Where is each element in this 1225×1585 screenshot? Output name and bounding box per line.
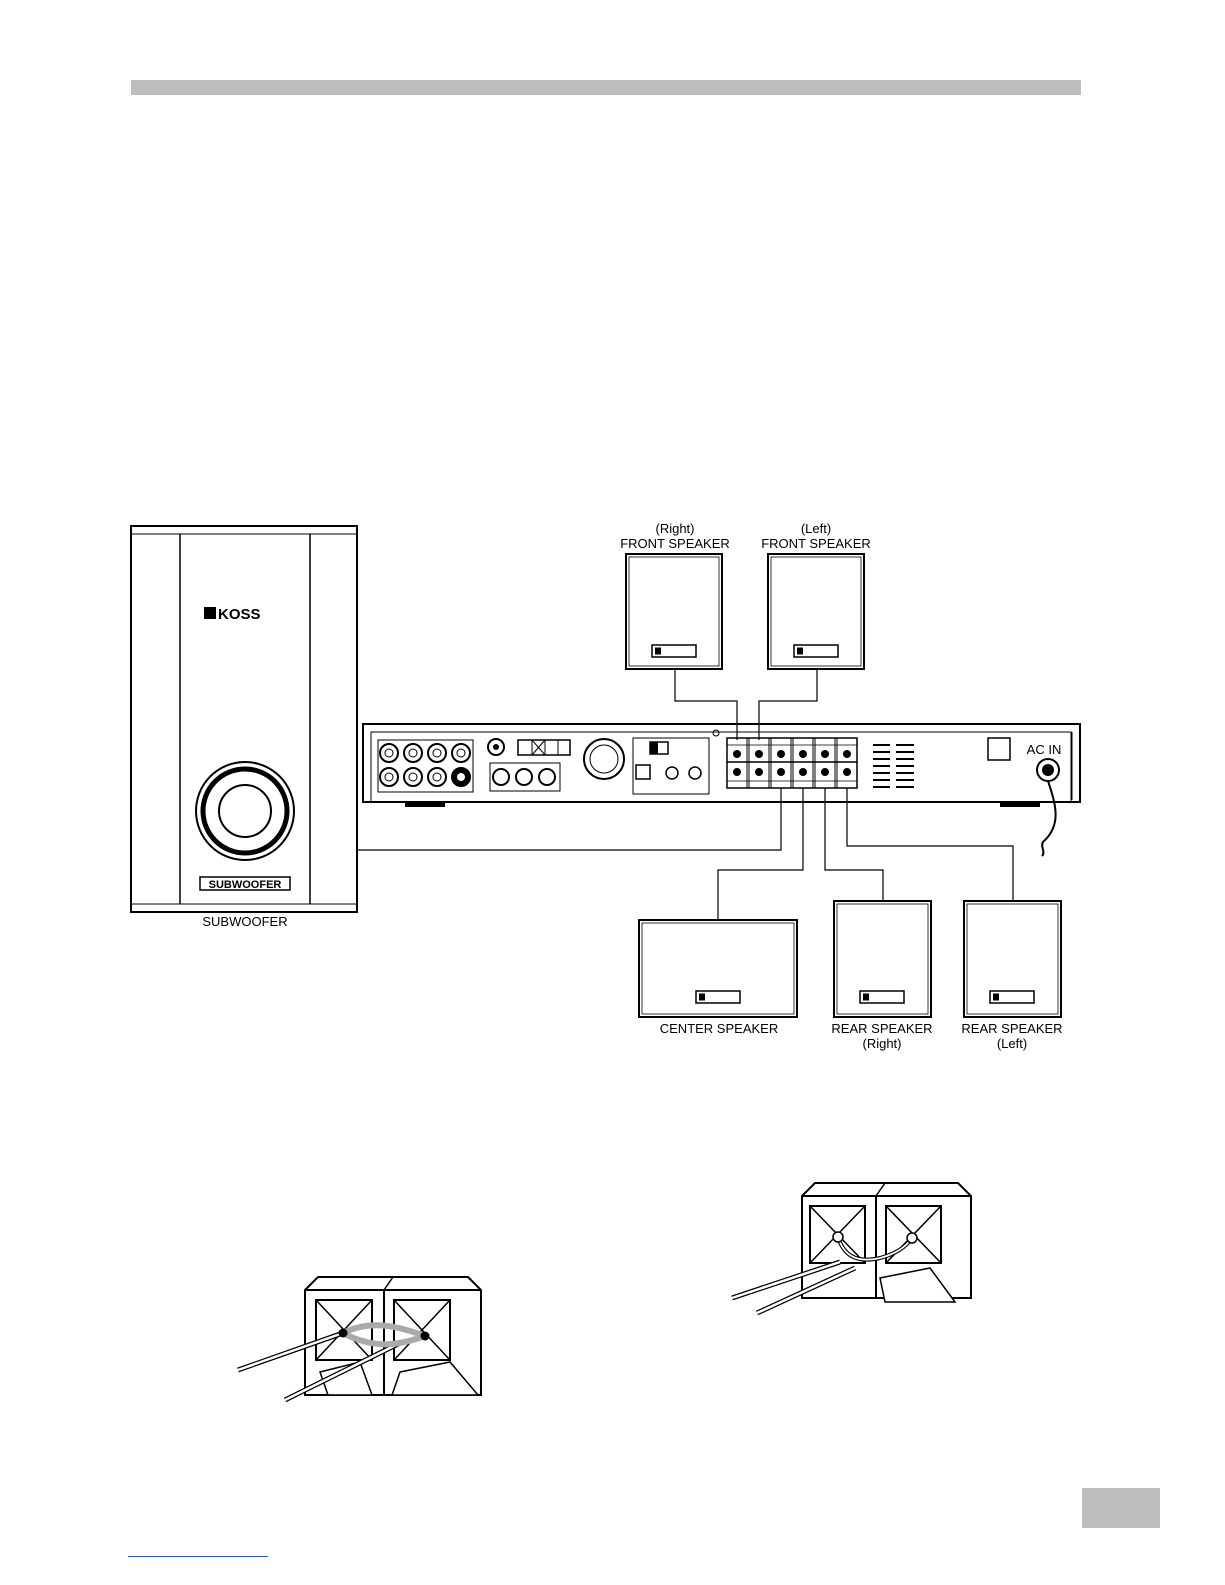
center-speaker-label: CENTER SPEAKER	[660, 1021, 778, 1036]
footer-link-line	[128, 1556, 268, 1557]
rear-right-label-1: REAR SPEAKER	[831, 1021, 932, 1036]
page-number-tab	[1082, 1488, 1160, 1528]
front-left-label-1: (Left)	[801, 521, 831, 536]
rear-left-label-1: REAR SPEAKER	[961, 1021, 1062, 1036]
cooling-fan	[584, 739, 624, 779]
front-right-label-2: FRONT SPEAKER	[620, 536, 730, 551]
koss-logo-text: KOSS	[218, 606, 261, 623]
ac-in-label: AC IN	[1027, 742, 1062, 757]
subwoofer-driver	[196, 762, 294, 860]
center-speaker	[639, 920, 797, 1017]
rear-right-label-2: (Right)	[862, 1036, 901, 1051]
terminal-closeup-right	[732, 1183, 971, 1313]
subwoofer-label: SUBWOOFER	[202, 914, 287, 929]
terminal-closeup-left	[238, 1277, 481, 1400]
front-left-speaker	[768, 554, 864, 669]
front-left-label-2: FRONT SPEAKER	[761, 536, 871, 551]
front-right-speaker	[626, 554, 722, 669]
subwoofer: KOSS SUBWOOFER	[131, 526, 357, 912]
receiver-rear-panel: AC IN	[363, 724, 1080, 807]
subwoofer-panel-label: SUBWOOFER	[209, 879, 282, 891]
rear-left-label-2: (Left)	[997, 1036, 1027, 1051]
rear-right-speaker	[834, 901, 931, 1017]
rear-left-speaker	[964, 901, 1061, 1017]
fuse-holder	[988, 738, 1010, 760]
front-right-label-1: (Right)	[655, 521, 694, 536]
